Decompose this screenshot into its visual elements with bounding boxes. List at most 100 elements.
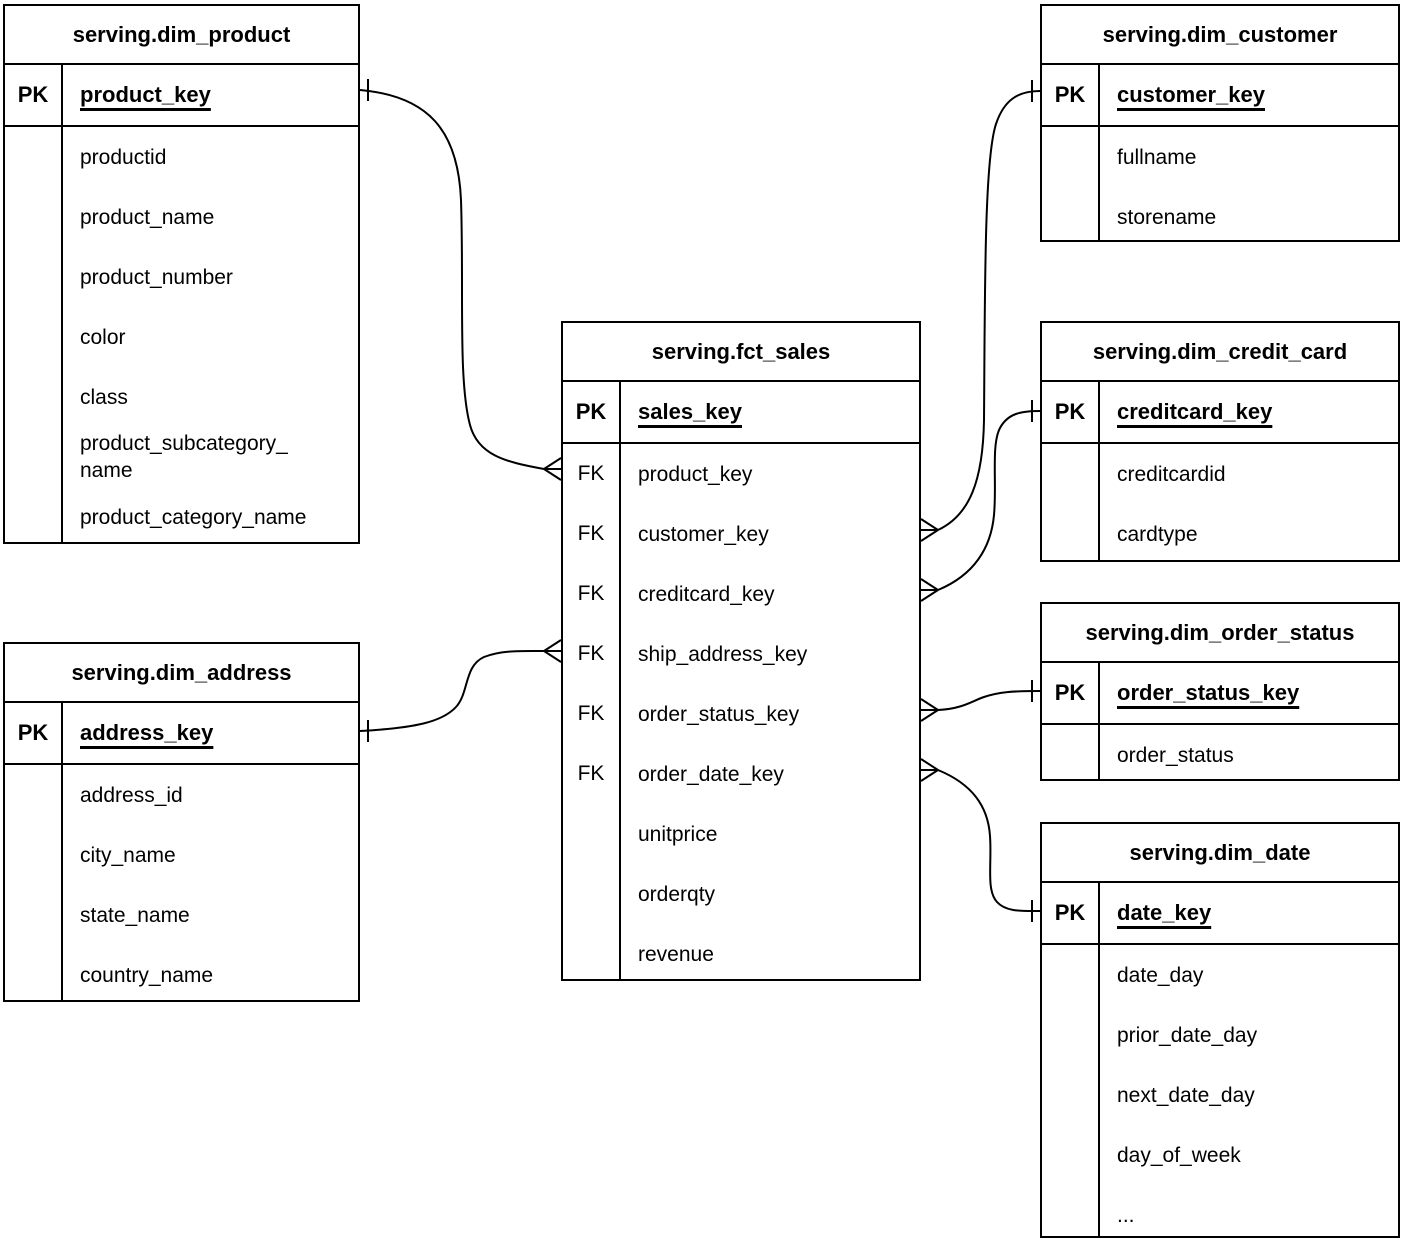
table-title: serving.dim_order_status bbox=[1042, 604, 1398, 663]
fk-label: FK bbox=[577, 642, 605, 665]
field-list: order_status bbox=[1042, 725, 1398, 779]
key-column bbox=[1042, 127, 1100, 240]
pk-row: PK customer_key bbox=[1042, 65, 1398, 127]
pk-field-name: date_key bbox=[1117, 900, 1212, 925]
fk-label bbox=[563, 804, 619, 864]
entity-table-dim-address: serving.dim_address PK address_key addre… bbox=[3, 642, 360, 1002]
field-list: FK FK FK FK FK FK product_key customer_k… bbox=[563, 444, 919, 979]
pk-label: PK bbox=[563, 382, 621, 442]
relationship-sales-customer bbox=[920, 80, 1041, 542]
pk-field-name: address_key bbox=[80, 720, 214, 745]
field-name: customer_key bbox=[638, 522, 769, 546]
key-column bbox=[1042, 725, 1100, 779]
field-name: cardtype bbox=[1117, 522, 1198, 546]
key-column bbox=[5, 765, 63, 1000]
table-title: serving.dim_product bbox=[5, 6, 358, 65]
pk-label: PK bbox=[1042, 663, 1100, 723]
entity-table-fct-sales: serving.fct_sales PK sales_key FK FK FK … bbox=[561, 321, 921, 981]
key-column bbox=[1042, 945, 1100, 1236]
field-name: next_date_day bbox=[1117, 1083, 1255, 1107]
pk-label: PK bbox=[5, 65, 63, 125]
pk-field-name: customer_key bbox=[1117, 82, 1265, 107]
field-name: creditcard_key bbox=[638, 582, 775, 606]
field-name: color bbox=[80, 325, 126, 349]
relationship-line bbox=[359, 649, 545, 732]
field-list: creditcardid cardtype bbox=[1042, 444, 1398, 560]
relationship-line bbox=[937, 90, 1041, 531]
relationship-sales-orderstatus bbox=[920, 680, 1041, 722]
crow-foot-many-marker bbox=[543, 457, 562, 481]
field-name: product_subcategory_ name bbox=[80, 432, 288, 482]
pk-field-name: sales_key bbox=[638, 399, 742, 424]
fk-label: FK bbox=[577, 462, 605, 485]
entity-table-dim-order-status: serving.dim_order_status PK order_status… bbox=[1040, 602, 1400, 781]
relationship-sales-creditcard bbox=[920, 400, 1041, 602]
field-name: date_day bbox=[1117, 963, 1204, 987]
crow-foot-many-marker bbox=[920, 578, 939, 602]
field-list: fullname storename bbox=[1042, 127, 1398, 240]
pk-row: PK order_status_key bbox=[1042, 663, 1398, 725]
field-list: productid product_name product_number co… bbox=[5, 127, 358, 542]
fk-label: FK bbox=[577, 762, 605, 785]
pk-field-name: creditcard_key bbox=[1117, 399, 1273, 424]
field-name: state_name bbox=[80, 903, 190, 927]
field-list: address_id city_name state_name country_… bbox=[5, 765, 358, 1000]
field-name: product_category_name bbox=[80, 505, 307, 529]
pk-label: PK bbox=[1042, 883, 1100, 943]
fk-label: FK bbox=[577, 702, 605, 725]
field-name: ship_address_key bbox=[638, 642, 808, 666]
fk-label bbox=[563, 924, 619, 979]
pk-row: PK sales_key bbox=[563, 382, 919, 444]
key-column bbox=[5, 127, 63, 542]
field-name: storename bbox=[1117, 205, 1217, 229]
relationship-line bbox=[937, 690, 1041, 711]
field-name: orderqty bbox=[638, 882, 716, 906]
field-name: productid bbox=[80, 145, 167, 169]
field-list: date_day prior_date_day next_date_day da… bbox=[1042, 945, 1398, 1236]
entity-table-dim-product: serving.dim_product PK product_key produ… bbox=[3, 4, 360, 544]
field-name: order_status_key bbox=[638, 702, 800, 726]
key-column: FK FK FK FK FK FK bbox=[563, 444, 621, 979]
field-name: unitprice bbox=[638, 822, 718, 846]
field-name: order_status bbox=[1117, 743, 1234, 767]
pk-label: PK bbox=[1042, 65, 1100, 125]
fk-label: FK bbox=[577, 522, 605, 545]
pk-row: PK creditcard_key bbox=[1042, 382, 1398, 444]
pk-row: PK product_key bbox=[5, 65, 358, 127]
pk-field-name: product_key bbox=[80, 82, 211, 107]
table-title: serving.fct_sales bbox=[563, 323, 919, 382]
relationship-sales-product bbox=[359, 79, 562, 481]
entity-table-dim-customer: serving.dim_customer PK customer_key ful… bbox=[1040, 4, 1400, 242]
field-name: day_of_week bbox=[1117, 1143, 1241, 1167]
pk-row: PK address_key bbox=[5, 703, 358, 765]
fk-label bbox=[563, 864, 619, 924]
table-title: serving.dim_date bbox=[1042, 824, 1398, 883]
fk-label: FK bbox=[577, 582, 605, 605]
table-title: serving.dim_customer bbox=[1042, 6, 1398, 65]
field-name: fullname bbox=[1117, 145, 1197, 169]
field-name: city_name bbox=[80, 843, 176, 867]
pk-label: PK bbox=[5, 703, 63, 763]
entity-table-dim-credit-card: serving.dim_credit_card PK creditcard_ke… bbox=[1040, 321, 1400, 562]
field-name: product_name bbox=[80, 205, 215, 229]
field-name: country_name bbox=[80, 963, 214, 987]
relationship-sales-address bbox=[359, 639, 562, 742]
field-name: ... bbox=[1117, 1203, 1135, 1227]
crow-foot-many-marker bbox=[920, 758, 939, 782]
relationship-line bbox=[937, 769, 1041, 913]
field-name: revenue bbox=[638, 942, 714, 966]
pk-label: PK bbox=[1042, 382, 1100, 442]
relationship-line bbox=[937, 410, 1041, 591]
field-name: class bbox=[80, 385, 128, 409]
relationship-line bbox=[359, 89, 545, 470]
crow-foot-many-marker bbox=[543, 639, 562, 663]
field-name: prior_date_day bbox=[1117, 1023, 1258, 1047]
field-name: address_id bbox=[80, 783, 183, 807]
crow-foot-many-marker bbox=[920, 698, 939, 722]
field-name: product_key bbox=[638, 462, 753, 486]
field-name: creditcardid bbox=[1117, 462, 1226, 486]
pk-field-name: order_status_key bbox=[1117, 680, 1300, 705]
field-name: product_number bbox=[80, 265, 233, 289]
field-name: order_date_key bbox=[638, 762, 784, 786]
